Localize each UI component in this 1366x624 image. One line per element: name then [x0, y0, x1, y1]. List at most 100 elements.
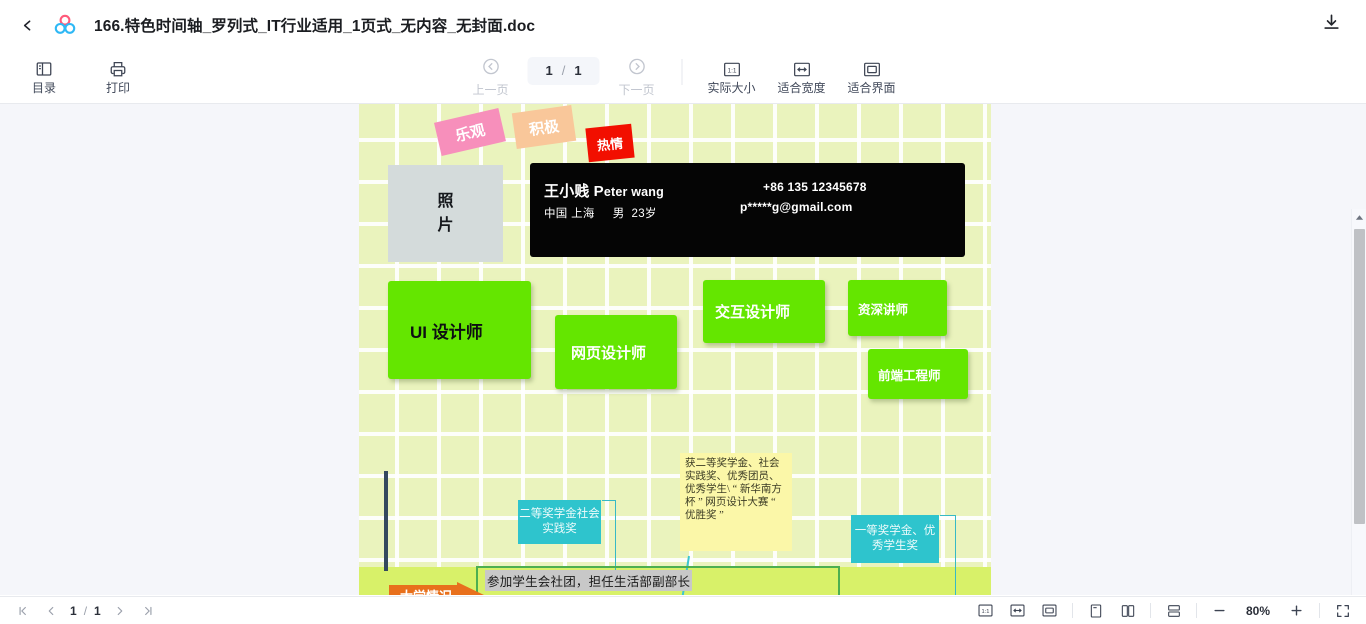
page-total: 1 — [574, 63, 582, 78]
page-current: 1 — [545, 63, 553, 78]
skill-label-2: 网页设计师 — [571, 344, 647, 362]
fit-width-label: 适合宽度 — [777, 81, 826, 95]
status-divider-3 — [1196, 603, 1197, 618]
profile-name-en: Peter wang — [593, 183, 664, 200]
download-button[interactable] — [1318, 12, 1344, 38]
photo-label-line1: 照 — [437, 193, 454, 211]
back-button[interactable] — [14, 12, 40, 38]
fit-screen-icon — [862, 59, 881, 79]
skill-label-5: 前端工程师 — [878, 368, 941, 383]
next-page-label: 下一页 — [618, 83, 655, 97]
fullscreen-button[interactable] — [1333, 601, 1352, 620]
fit-screen-button[interactable]: 适合界面 — [837, 59, 907, 94]
app-logo — [50, 10, 80, 40]
status-bar: 1 / 1 1:1 — [0, 596, 1366, 624]
connector-line-1 — [602, 500, 616, 580]
skill-label-1: UI 设计师 — [410, 322, 483, 342]
timeline-left-tick — [384, 471, 388, 571]
status-divider-2 — [1150, 603, 1151, 618]
skill-card-4: 资深讲师 — [848, 280, 947, 336]
toolbar-center-group: 上一页 1 / 1 下一页 1:1 实际大小 适合宽度 — [460, 56, 907, 97]
prev-page-label: 上一页 — [472, 83, 509, 97]
skill-card-1: UI 设计师 — [388, 281, 531, 379]
last-page-button[interactable] — [140, 602, 157, 619]
profile-name-en-initial: P — [593, 183, 604, 200]
page-separator: / — [561, 63, 566, 78]
fit-screen-label: 适合界面 — [847, 81, 896, 95]
viewer-toolbar: 目录 打印 上一页 1 / 1 下一页 — [0, 50, 1366, 104]
svg-text:1:1: 1:1 — [727, 67, 736, 74]
fit-width-button[interactable]: 适合宽度 — [767, 59, 837, 94]
prev-page-button-status[interactable] — [42, 602, 59, 619]
skill-label-3: 交互设计师 — [715, 304, 791, 321]
single-page-view-button[interactable] — [1086, 601, 1105, 620]
first-page-button[interactable] — [14, 602, 31, 619]
title-bar: 166.特色时间轴_罗列式_IT行业适用_1页式_无内容_无封面.doc — [0, 0, 1366, 50]
fit-screen-button-status[interactable] — [1040, 601, 1059, 620]
scrollbar-track[interactable] — [1352, 225, 1366, 595]
next-page-icon — [627, 57, 646, 81]
zoom-out-button[interactable] — [1210, 601, 1229, 620]
zoom-level-label: 80% — [1245, 603, 1271, 618]
status-left-group: 1 / 1 — [14, 602, 157, 619]
chevron-left-icon — [19, 17, 36, 34]
vertical-scrollbar[interactable] — [1351, 209, 1366, 595]
actual-size-button-status[interactable]: 1:1 — [976, 601, 995, 620]
print-label: 打印 — [105, 81, 130, 95]
status-right-group: 1:1 80% — [976, 601, 1352, 620]
profile-gender: 男 — [612, 208, 625, 220]
actual-size-label: 实际大小 — [707, 81, 756, 95]
scroll-up-button[interactable] — [1352, 209, 1366, 225]
profile-age: 23岁 — [631, 208, 657, 220]
profile-subline: 中国 上海男 23岁 — [544, 205, 657, 221]
catalog-icon — [35, 59, 53, 79]
profile-phone: +86 135 12345678 — [763, 180, 867, 194]
selection-frame[interactable] — [476, 566, 840, 595]
trait-tag-3: 热情 — [585, 123, 635, 163]
profile-name-cn: 王小贱 — [544, 183, 590, 200]
page-number-input[interactable]: 1 / 1 — [527, 56, 600, 85]
next-page-button-status[interactable] — [112, 602, 129, 619]
svg-text:1:1: 1:1 — [982, 609, 990, 615]
print-icon — [109, 59, 127, 79]
photo-placeholder: 照 片 — [388, 165, 503, 262]
status-divider-4 — [1319, 603, 1320, 618]
section-banner: 大学情况 — [389, 582, 484, 595]
document-title: 166.特色时间轴_罗列式_IT行业适用_1页式_无内容_无封面.doc — [94, 18, 536, 35]
status-page-separator: / — [83, 603, 88, 618]
skill-card-3: 交互设计师 — [703, 280, 825, 343]
print-button[interactable]: 打印 — [90, 59, 146, 94]
actual-size-button[interactable]: 1:1 实际大小 — [697, 59, 767, 94]
skill-card-5: 前端工程师 — [868, 349, 968, 399]
fit-width-icon — [792, 59, 811, 79]
status-divider-1 — [1072, 603, 1073, 618]
catalog-label: 目录 — [31, 81, 56, 95]
catalog-button[interactable]: 目录 — [16, 59, 72, 94]
prev-page-button[interactable]: 上一页 — [460, 57, 522, 96]
scrollbar-thumb[interactable] — [1354, 229, 1365, 524]
next-page-button[interactable]: 下一页 — [606, 57, 668, 96]
zoom-in-button[interactable] — [1287, 601, 1306, 620]
status-page-indicator[interactable]: 1 / 1 — [70, 604, 101, 618]
status-page-current: 1 — [70, 603, 77, 618]
award-note: 获二等奖学金、社会实践奖、优秀团员、优秀学生\ “ 新华南方杯 ” 网页设计大赛… — [680, 453, 792, 551]
status-page-total: 1 — [94, 603, 101, 618]
selected-text[interactable]: 参加学生会社团，担任生活部副部长 — [485, 570, 693, 591]
fit-width-button-status[interactable] — [1008, 601, 1027, 620]
download-icon — [1322, 13, 1341, 37]
connector-line-2 — [940, 515, 956, 595]
actual-size-icon: 1:1 — [722, 59, 741, 79]
award-box-2: 一等奖学金、优秀学生奖 — [851, 515, 939, 563]
skill-card-2: 网页设计师 — [555, 315, 677, 389]
continuous-scroll-button[interactable] — [1164, 601, 1183, 620]
award-box-1: 二等奖学金社会实践奖 — [518, 500, 601, 544]
toolbar-left-group: 目录 打印 — [16, 59, 146, 94]
skill-label-4: 资深讲师 — [858, 302, 909, 317]
prev-page-icon — [481, 57, 500, 81]
photo-label-line2: 片 — [437, 216, 454, 234]
double-page-view-button[interactable] — [1118, 601, 1137, 620]
